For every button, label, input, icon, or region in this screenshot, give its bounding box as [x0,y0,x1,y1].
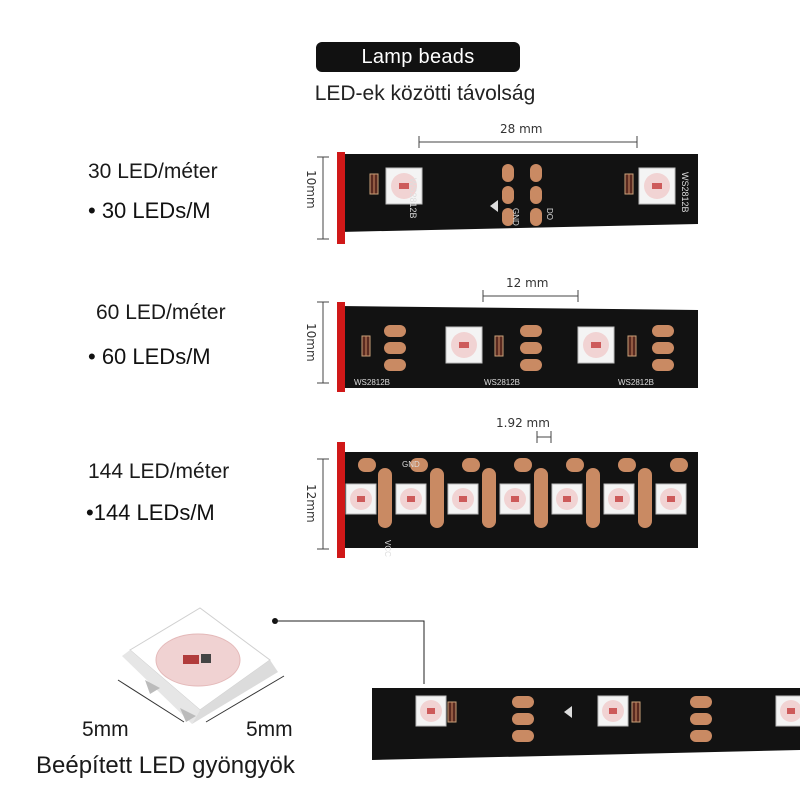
strip-30-pad-do: DO [545,208,554,220]
capacitor-icon [369,173,379,195]
led-dim-left: 5mm [82,718,129,741]
arrow-left-icon [564,706,572,718]
strip-60-pitch: 12 mm [506,276,549,290]
builtin-led-caption: Beépített LED gyöngyök [36,752,295,779]
strip-144-vcc: VCC [383,540,392,557]
strip-144-pitch: 1.92 mm [496,416,550,430]
bottom-strip [372,688,800,760]
strip-60-label-hu: 60 LED/méter [96,301,226,324]
arrow-left-icon [490,200,498,212]
strip-144 [317,431,698,558]
strip-60-chip-label: WS2812B [354,378,391,387]
lamp-beads-badge: Lamp beads [316,42,520,72]
red-end-cap [337,302,345,392]
strip-60-label-en: • 60 LEDs/M [88,344,211,369]
strip-144-width: 12mm [304,484,318,523]
strip-30-width: 10mm [304,170,318,209]
strip-30-pitch: 28 mm [500,122,543,136]
red-end-cap [337,442,345,558]
strip-144-label-hu: 144 LED/méter [88,460,230,483]
strip-60-chip-label-3: WS2812B [618,378,655,387]
spacing-subtitle: LED-ek közötti távolság [314,82,536,105]
led-dim-right: 5mm [246,718,293,741]
strip-30-label-hu: 30 LED/méter [88,160,218,183]
strip-30-chip-label: WS2812B [408,178,418,219]
red-end-cap [337,152,345,244]
led-closeup [117,607,425,724]
strip-144-label-en: •144 LEDs/M [86,500,215,525]
strip-30-pad-gnd: GND [511,208,520,226]
strip-144-gnd: GND [402,460,420,469]
strip-60-chip-label-2: WS2812B [484,378,521,387]
strip-60 [317,290,698,392]
strip-30-chip-label-2: WS2812B [680,172,690,213]
strip-60-width: 10mm [304,323,318,362]
strip-30-label-en: • 30 LEDs/M [88,198,211,223]
strip-30 [317,136,698,244]
